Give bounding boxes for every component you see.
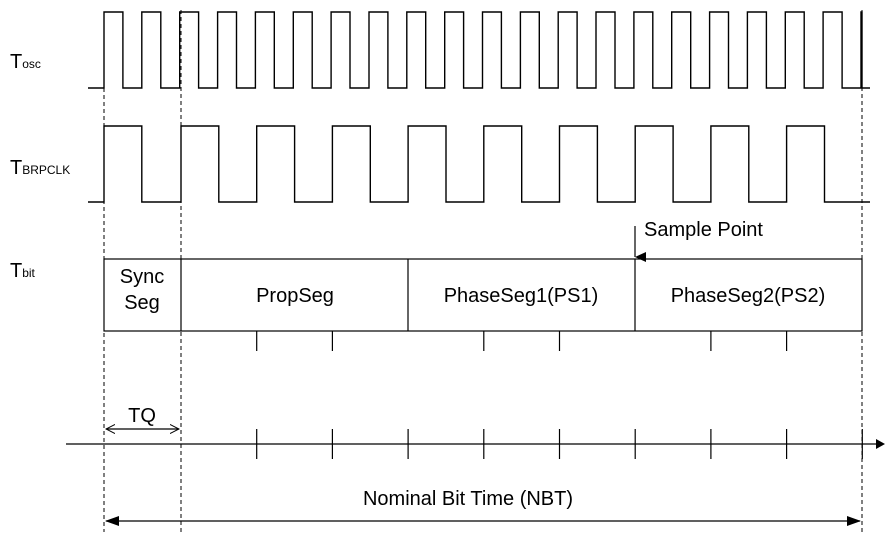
phaseseg2-label: PhaseSeg2(PS2) (671, 285, 826, 307)
tbrpclk-waveform (88, 125, 870, 203)
bit-segment-box (103, 258, 863, 332)
segment-tick-marks (256, 331, 788, 351)
sample-point-label: Sample Point (644, 219, 763, 241)
tosc-label: Tosc (10, 51, 41, 73)
phaseseg1-label: PhaseSeg1(PS1) (444, 285, 599, 307)
tbit-label: Tbit (10, 260, 36, 282)
tosc-waveform (88, 11, 870, 89)
tbrpclk-label: TBRPCLK (10, 157, 70, 179)
nbt-label: Nominal Bit Time (NBT) (363, 488, 573, 510)
tq-label: TQ (128, 405, 156, 427)
propseg-label: PropSeg (256, 285, 334, 307)
sync-seg-label-line1: Sync (120, 266, 164, 288)
sync-seg-label-line2: Seg (124, 292, 160, 314)
time-axis-arrowhead (876, 439, 885, 449)
